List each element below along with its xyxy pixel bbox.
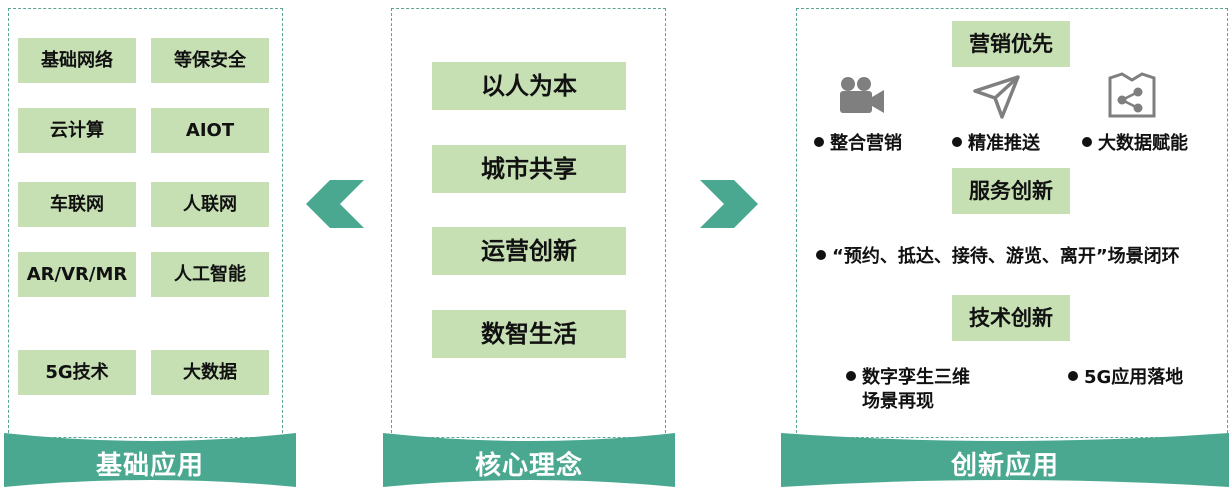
tag-people-network: 人联网 (151, 182, 269, 227)
tag-cloud-computing: 云计算 (18, 108, 136, 153)
banner-title-innovative: 创新应用 (950, 451, 1059, 481)
bullet-5g-application: 5G应用落地 (1068, 366, 1183, 390)
left-arrow-icon (306, 180, 364, 228)
data-network-icon (1108, 72, 1156, 118)
tag-big-data: 大数据 (151, 350, 269, 395)
bullet-digital-twin: 数字孪生三维 场景再现 (846, 366, 970, 414)
banner-basic-applications: 基础应用 (2, 431, 298, 489)
banner-innovative-applications: 创新应用 (779, 431, 1231, 489)
tag-aiot: AIOT (151, 108, 269, 153)
banner-title-basic: 基础应用 (95, 451, 204, 481)
header-technology-innovation: 技术创新 (952, 295, 1070, 341)
tag-ar-vr-mr: AR/VR/MR (18, 252, 136, 297)
concept-digital-life: 数智生活 (432, 310, 626, 358)
banner-core-concepts: 核心理念 (381, 431, 677, 489)
concept-city-sharing: 城市共享 (432, 145, 626, 193)
bullet-integrated-marketing: 整合营销 (814, 132, 902, 156)
header-marketing-first: 营销优先 (952, 21, 1070, 67)
header-service-innovation: 服务创新 (952, 168, 1070, 214)
tag-security-protection: 等保安全 (151, 38, 269, 83)
concept-operation-innovation: 运营创新 (432, 227, 626, 275)
paper-plane-icon (973, 75, 1020, 119)
tag-5g-technology: 5G技术 (18, 350, 136, 395)
video-camera-icon (840, 77, 884, 113)
bullet-big-data-empowerment: 大数据赋能 (1082, 132, 1188, 156)
banner-title-core: 核心理念 (474, 451, 583, 481)
tag-artificial-intelligence: 人工智能 (151, 252, 269, 297)
bullet-scenario-loop: “预约、抵达、接待、游览、离开”场景闭环 (816, 245, 1180, 269)
concept-people-oriented: 以人为本 (432, 62, 626, 110)
tag-vehicle-network: 车联网 (18, 182, 136, 227)
tag-basic-network: 基础网络 (18, 38, 136, 83)
right-arrow-icon (700, 180, 758, 228)
bullet-precise-push: 精准推送 (952, 132, 1040, 156)
